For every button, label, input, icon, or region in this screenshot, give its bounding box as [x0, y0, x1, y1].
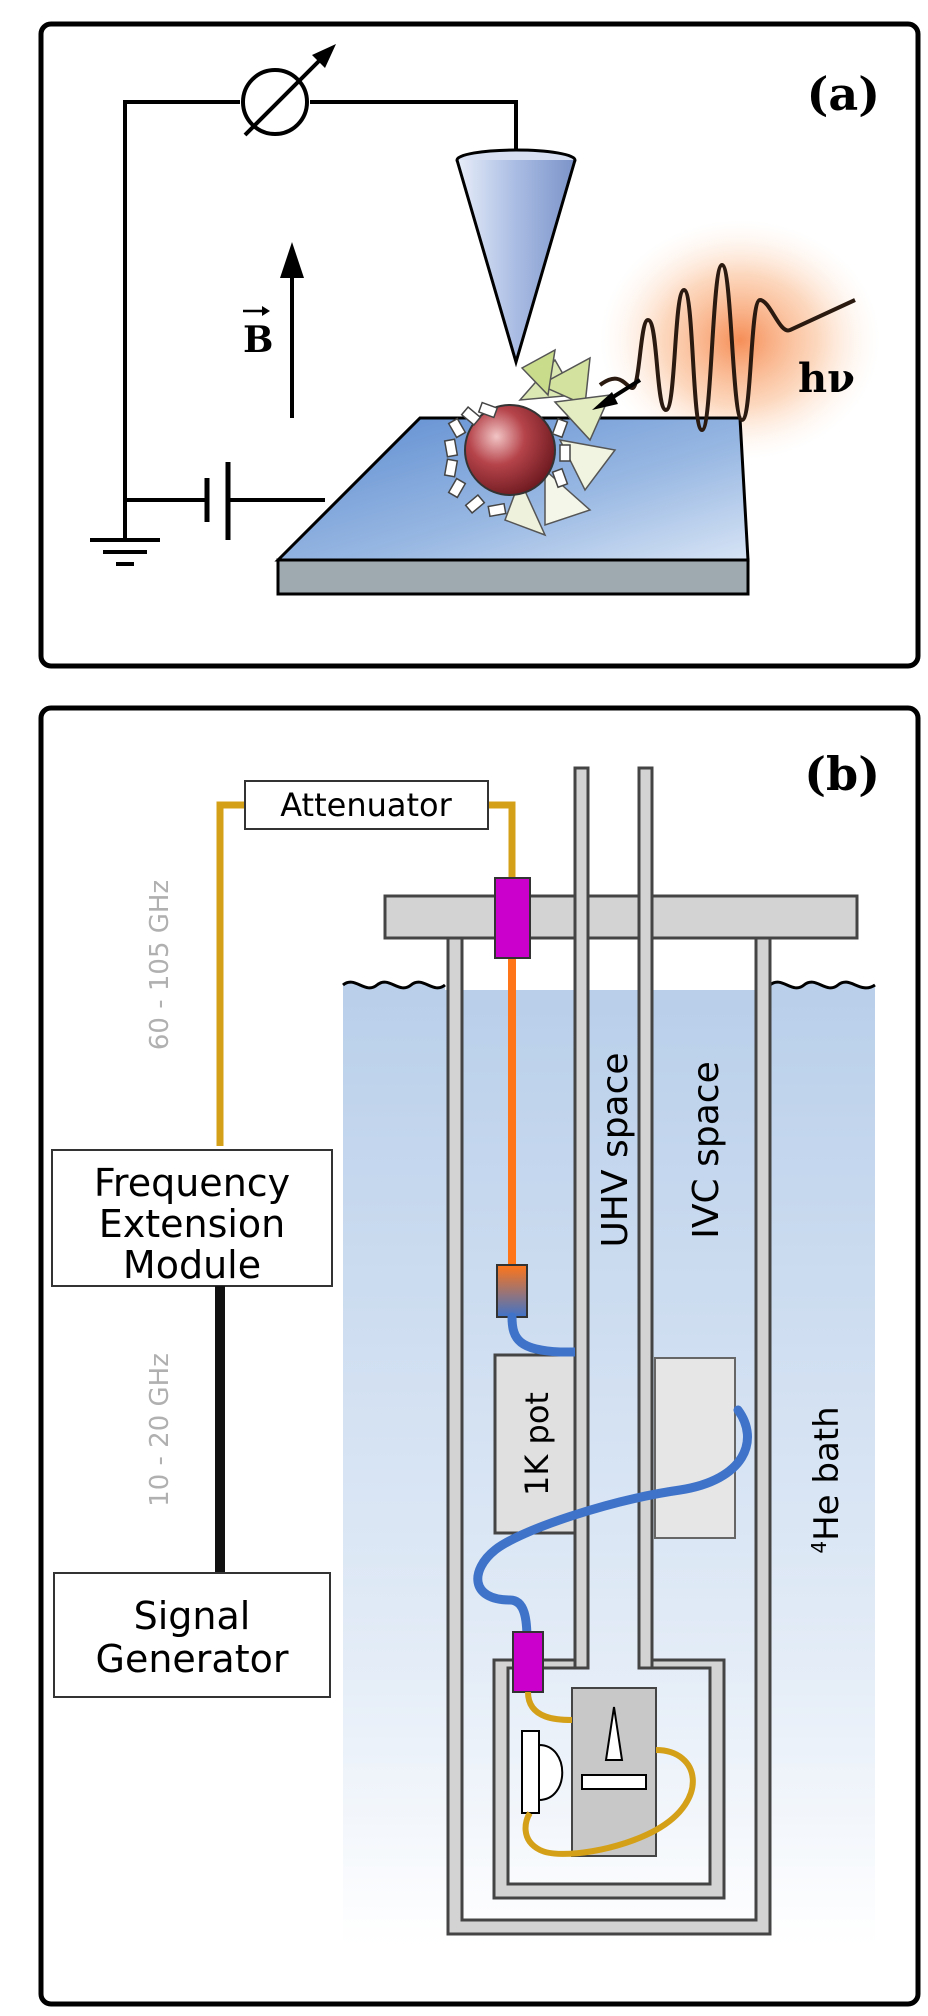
- circuit-wire-top: [310, 100, 518, 150]
- inner-chamber-wall: [492, 1658, 726, 1900]
- antenna-lens: [538, 1743, 564, 1802]
- pot-label: 1K pot: [518, 1392, 556, 1496]
- uhv-tube-left: [573, 766, 590, 1670]
- attenuator-box: [244, 780, 489, 830]
- freq-high-label: 60 - 105 GHz: [145, 880, 175, 1050]
- connector-bottom: [512, 1631, 544, 1693]
- bath-label: 4He bath: [807, 1406, 847, 1553]
- module-label-1: Frequency: [94, 1161, 290, 1205]
- uhv-label: UHV space: [595, 1052, 636, 1247]
- cryostat-outer: [383, 766, 859, 1936]
- helium-bath-right: [770, 982, 875, 1945]
- attenuator-label: Attenuator: [280, 786, 452, 824]
- field-label: B: [243, 319, 273, 361]
- module-label-2: Extension: [99, 1202, 286, 1246]
- bath-surface-left: [342, 980, 446, 990]
- photon-arrowhead: [592, 392, 618, 410]
- top-flange: [383, 894, 859, 940]
- panel-b: 1K pot UHV space IVC space 4He bath Atte…: [38, 705, 921, 2007]
- coax-transition: [496, 1264, 528, 1318]
- panel-a: B: [38, 21, 921, 669]
- helium-bath-left: [343, 982, 445, 1945]
- thermal-block: [654, 1357, 736, 1539]
- bath-surface-right: [769, 980, 876, 990]
- waveguide-inner: [522, 1691, 696, 1857]
- outer-can-wall: [446, 936, 772, 1936]
- connector-top: [494, 877, 531, 959]
- panel-a-label: (a): [807, 67, 880, 121]
- molecule-ball: [464, 404, 556, 496]
- bath-label-sup: 4: [807, 1541, 831, 1554]
- photon-wave: [598, 262, 856, 433]
- panel-b-label: (b): [804, 747, 880, 801]
- module-label-3: Module: [123, 1243, 261, 1287]
- ammeter-icon: [241, 68, 309, 136]
- ammeter-arrow-line: [243, 53, 327, 137]
- stm-tip: [455, 159, 577, 368]
- bath-label-text: He bath: [807, 1406, 847, 1541]
- generator-label-2: Generator: [96, 1637, 289, 1681]
- generator-box: [53, 1572, 331, 1698]
- uhv-tube-right: [637, 766, 654, 1670]
- freq-low-label: 10 - 20 GHz: [145, 1353, 175, 1507]
- molecule-ring: [443, 401, 571, 518]
- waveguide-left: [216, 801, 245, 1146]
- circuit-wire-left: [123, 100, 240, 498]
- ammeter-arrowhead: [312, 44, 336, 68]
- cable-blue: [473, 1312, 752, 1645]
- field-arrowhead: [280, 242, 304, 278]
- generator-label-1: Signal: [134, 1594, 251, 1638]
- module-box: [51, 1149, 333, 1287]
- stm-tip-small: [604, 1706, 624, 1761]
- substrate-side: [276, 558, 750, 596]
- waveguide-right: [488, 801, 516, 880]
- stm-sample-small: [581, 1774, 647, 1790]
- ivc-label: IVC space: [686, 1061, 727, 1238]
- field-vector-arrowhead: [262, 306, 270, 316]
- antenna-mount: [521, 1730, 540, 1814]
- photon-label: hν: [798, 355, 855, 402]
